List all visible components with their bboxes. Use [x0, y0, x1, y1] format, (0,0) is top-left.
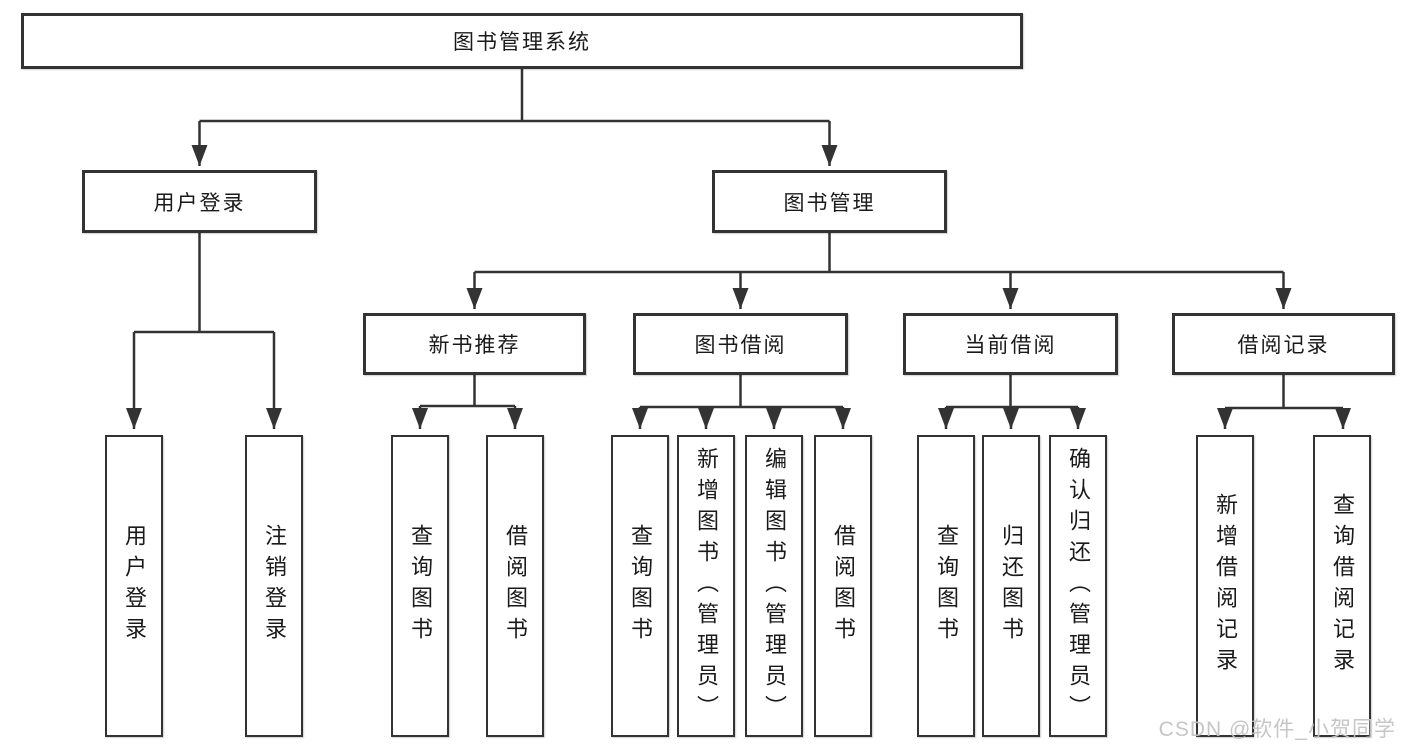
node-current-borrow: 当前借阅: [903, 313, 1118, 375]
leaf-return-books: 归还图书: [982, 435, 1040, 737]
leaf-label: 借阅图书: [503, 524, 528, 648]
leaf-label: 借阅图书: [831, 524, 856, 648]
leaf-query-borrow-record: 查询借阅记录: [1313, 435, 1371, 737]
leaf-borrow-books-1: 借阅图书: [486, 435, 544, 737]
leaf-label: 用户登录: [122, 524, 147, 648]
node-book-borrow: 图书借阅: [633, 313, 848, 375]
node-book-management: 图书管理: [712, 170, 947, 233]
leaf-label: 查询借阅记录: [1330, 493, 1355, 679]
node-borrow-records: 借阅记录: [1172, 313, 1395, 375]
leaf-label: 注销登录: [262, 524, 287, 648]
leaf-add-books-admin: 新增图书（管理员）: [677, 435, 735, 737]
leaf-label: 新增图书（管理员）: [694, 446, 719, 726]
leaf-edit-books-admin: 编辑图书（管理员）: [745, 435, 803, 737]
node-user-login: 用户登录: [82, 170, 317, 233]
leaf-label: 编辑图书（管理员）: [762, 446, 787, 726]
leaf-label: 查询图书: [934, 524, 959, 648]
leaf-user-login: 用户登录: [105, 435, 163, 737]
root-node-library-system: 图书管理系统: [21, 13, 1023, 69]
leaf-query-books-2: 查询图书: [611, 435, 669, 737]
leaf-label: 归还图书: [999, 524, 1024, 648]
leaf-label: 查询图书: [628, 524, 653, 648]
leaf-query-books-1: 查询图书: [391, 435, 449, 737]
leaf-add-borrow-record: 新增借阅记录: [1196, 435, 1254, 737]
connector-trunks: [134, 69, 1343, 410]
leaf-label: 确认归还（管理员）: [1066, 446, 1091, 726]
leaf-query-books-3: 查询图书: [917, 435, 975, 737]
node-new-book-recommend: 新书推荐: [363, 313, 586, 375]
leaf-confirm-return-admin: 确认归还（管理员）: [1049, 435, 1107, 737]
leaf-borrow-books-2: 借阅图书: [814, 435, 872, 737]
leaf-label: 新增借阅记录: [1213, 493, 1238, 679]
leaf-logout: 注销登录: [245, 435, 303, 737]
leaf-label: 查询图书: [408, 524, 433, 648]
